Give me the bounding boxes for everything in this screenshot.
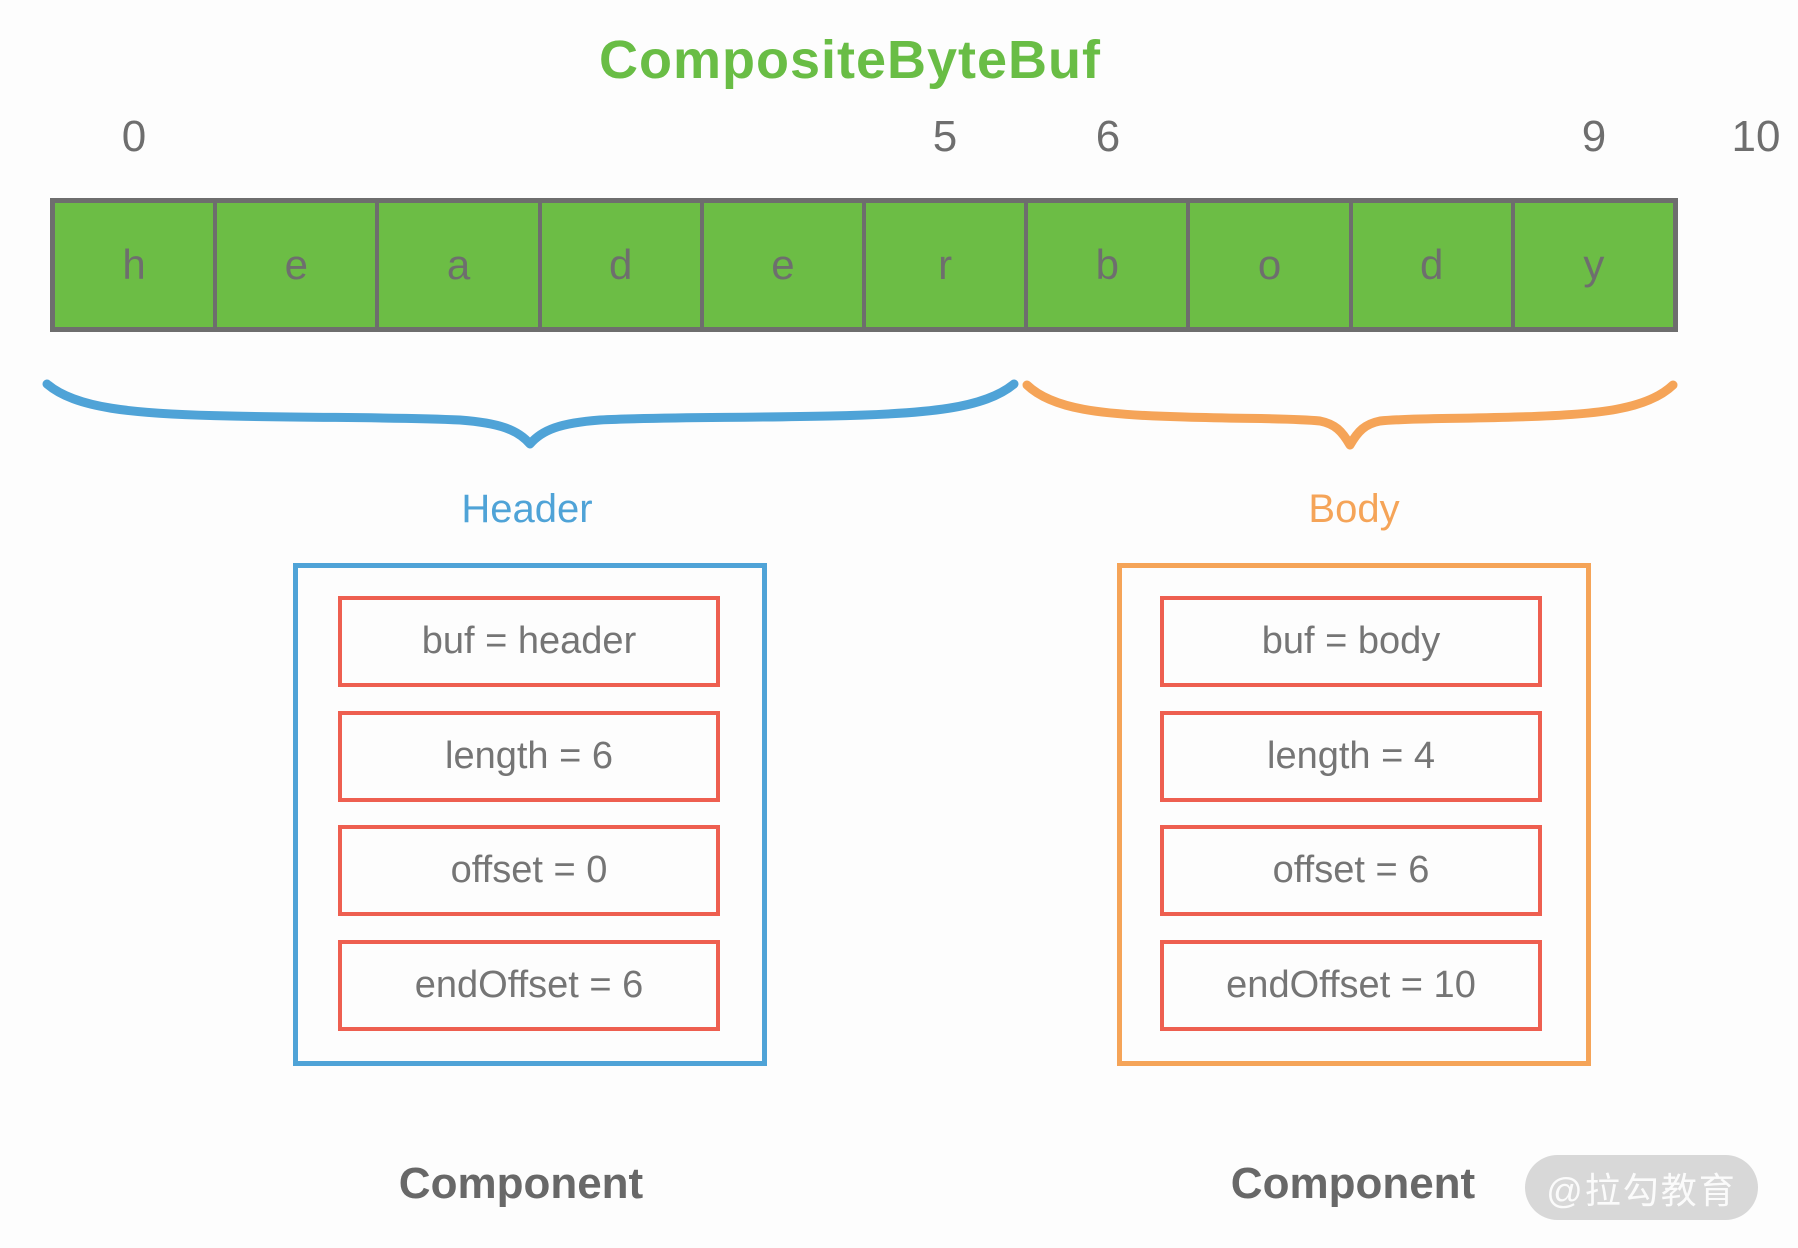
header-field-endoffset: endOffset = 6 [338, 940, 720, 1031]
byte-cell: y [1514, 203, 1674, 327]
body-brace [1022, 380, 1678, 450]
watermark-badge: @拉勾教育 [1525, 1155, 1758, 1220]
body-field-length: length = 4 [1160, 711, 1542, 802]
byte-cell: e [703, 203, 863, 327]
index-label-5: 5 [932, 112, 958, 161]
header-field-offset: offset = 0 [338, 825, 720, 916]
header-component-box [293, 563, 767, 1066]
byte-cell: h [55, 203, 214, 327]
byte-cell: e [217, 203, 376, 327]
header-component-caption: Component [398, 1159, 644, 1208]
byte-cell: r [866, 203, 1025, 327]
byte-cell: d [541, 203, 700, 327]
index-label-10: 10 [1731, 112, 1781, 161]
diagram-title: CompositeByteBuf [598, 30, 1102, 90]
byte-cell: b [1028, 203, 1187, 327]
byte-cell: a [379, 203, 538, 327]
byte-cell: o [1190, 203, 1349, 327]
index-label-0: 0 [121, 112, 147, 161]
index-label-6: 6 [1095, 112, 1121, 161]
body-component-caption: Component [1230, 1159, 1476, 1208]
body-section-label: Body [1308, 487, 1400, 531]
index-label-9: 9 [1581, 112, 1607, 161]
header-field-length: length = 6 [338, 711, 720, 802]
body-field-endoffset: endOffset = 10 [1160, 940, 1542, 1031]
byte-array: h e a d e r b o d y [50, 198, 1678, 332]
body-field-offset: offset = 6 [1160, 825, 1542, 916]
byte-cell: d [1352, 203, 1511, 327]
header-brace [42, 379, 1019, 449]
header-section-label: Header [461, 487, 593, 531]
body-component-box [1117, 563, 1591, 1066]
header-field-buf: buf = header [338, 596, 720, 687]
body-field-buf: buf = body [1160, 596, 1542, 687]
